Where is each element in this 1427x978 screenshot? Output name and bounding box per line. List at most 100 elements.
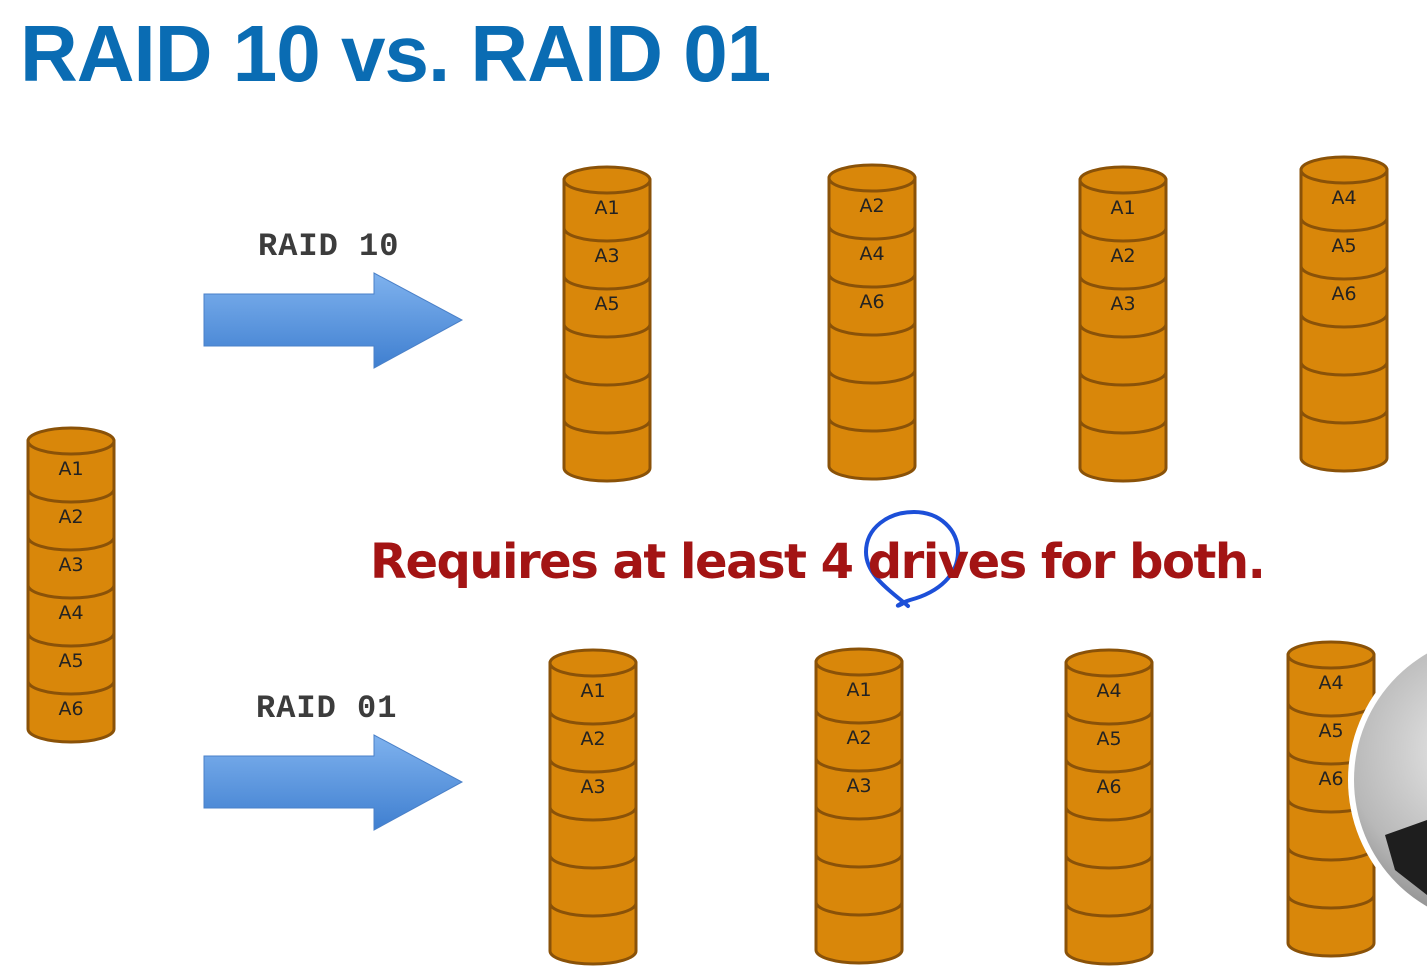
segment-divider <box>1064 854 1154 870</box>
segment-label: A6 <box>1318 768 1343 790</box>
drive-body <box>562 178 652 483</box>
segment-divider <box>548 710 638 726</box>
segment-label: A6 <box>58 698 83 720</box>
segment-label: A4 <box>1096 680 1121 702</box>
drive-body <box>827 176 917 481</box>
drive-top <box>548 648 638 678</box>
requirement-note: Requires at least 4 drives for both. <box>370 534 1266 590</box>
segment-label: A6 <box>859 291 884 313</box>
segment-divider <box>827 225 917 241</box>
drive-body <box>1078 178 1168 483</box>
drive-top <box>1078 165 1168 195</box>
segment-divider <box>26 584 116 600</box>
segment-label: A2 <box>58 506 83 528</box>
segment-label: A1 <box>594 197 619 219</box>
segment-label: A6 <box>1331 283 1356 305</box>
segment-label: A5 <box>1331 235 1356 257</box>
segment-divider <box>827 321 917 337</box>
segment-divider <box>548 758 638 774</box>
segment-divider <box>562 227 652 243</box>
segment-divider <box>548 902 638 918</box>
segment-divider <box>562 323 652 339</box>
segment-divider <box>814 805 904 821</box>
segment-divider <box>1078 227 1168 243</box>
segment-divider <box>26 680 116 696</box>
segment-divider <box>1064 758 1154 774</box>
segment-divider <box>1078 419 1168 435</box>
slide-title: RAID 10 vs. RAID 01 <box>20 9 771 98</box>
segment-label: A1 <box>58 458 83 480</box>
drive-body <box>1299 168 1389 473</box>
drive-top <box>1064 648 1154 678</box>
segment-divider <box>562 275 652 291</box>
segment-divider <box>814 757 904 773</box>
segment-label: A5 <box>1318 720 1343 742</box>
drive-top <box>1299 155 1389 185</box>
segment-divider <box>1064 710 1154 726</box>
segment-divider <box>548 854 638 870</box>
segment-label: A3 <box>846 775 871 797</box>
drive-top <box>562 165 652 195</box>
segment-label: A3 <box>580 776 605 798</box>
segment-label: A1 <box>846 679 871 701</box>
segment-divider <box>1078 371 1168 387</box>
segment-label: A1 <box>580 680 605 702</box>
drive-top <box>827 163 917 193</box>
drive-top <box>26 426 116 456</box>
segment-label: A4 <box>859 243 884 265</box>
webcam-overlay <box>1348 646 1427 914</box>
segment-divider <box>562 371 652 387</box>
segment-label: A2 <box>846 727 871 749</box>
segment-divider <box>26 632 116 648</box>
raid10-label: RAID 10 <box>258 228 400 265</box>
segment-divider <box>1299 313 1389 329</box>
segment-divider <box>26 536 116 552</box>
drive-top <box>1286 640 1376 670</box>
segment-divider <box>1299 409 1389 425</box>
segment-label: A4 <box>1318 672 1343 694</box>
segment-divider <box>814 901 904 917</box>
segment-divider <box>548 806 638 822</box>
segment-label: A3 <box>594 245 619 267</box>
drive-body <box>814 660 904 965</box>
segment-divider <box>814 709 904 725</box>
segment-divider <box>562 419 652 435</box>
segment-label: A2 <box>859 195 884 217</box>
segment-divider <box>1299 361 1389 377</box>
segment-divider <box>26 488 116 504</box>
drive-body <box>1286 653 1376 958</box>
segment-divider <box>1064 806 1154 822</box>
segment-label: A5 <box>58 650 83 672</box>
segment-label: A2 <box>580 728 605 750</box>
raid10-arrow <box>203 272 464 369</box>
handwritten-circle-annotation <box>864 510 960 608</box>
segment-label: A6 <box>1096 776 1121 798</box>
drive-body <box>26 439 116 744</box>
segment-divider <box>1286 894 1376 910</box>
segment-divider <box>814 853 904 869</box>
segment-divider <box>827 417 917 433</box>
segment-label: A1 <box>1110 197 1135 219</box>
segment-label: A4 <box>1331 187 1356 209</box>
segment-divider <box>1078 323 1168 339</box>
segment-label: A2 <box>1110 245 1135 267</box>
segment-divider <box>1299 265 1389 281</box>
segment-divider <box>827 273 917 289</box>
segment-label: A3 <box>58 554 83 576</box>
drive-top <box>814 647 904 677</box>
segment-label: A5 <box>1096 728 1121 750</box>
segment-divider <box>1299 217 1389 233</box>
raid01-arrow <box>203 734 464 831</box>
segment-divider <box>827 369 917 385</box>
